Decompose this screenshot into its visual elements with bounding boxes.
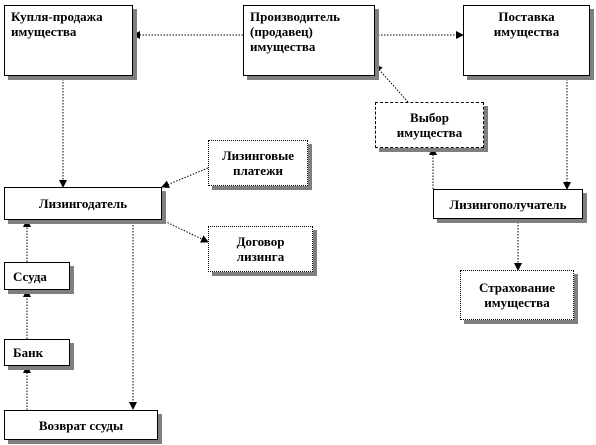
node-delivery: Поставка имущества [463, 5, 590, 76]
arrow-choice-to-producer [374, 64, 409, 103]
node-lessor: Лизингодатель [4, 187, 162, 220]
node-purchase-sale: Купля-продажа имущества [4, 5, 133, 76]
node-lease-contract: Договор лизинга [208, 226, 313, 272]
node-bank: Банк [4, 339, 70, 366]
node-lease-payments: Лизинговые платежи [208, 140, 308, 186]
node-lessee: Лизингополучатель [433, 189, 583, 219]
arrow-payments-to-lessor [161, 167, 209, 189]
node-producer: Производитель (продавец) имущества [243, 5, 375, 76]
node-loan: Ссуда [4, 262, 70, 290]
node-asset-choice: Выбор имущества [375, 102, 484, 148]
arrow-lessor-to-contract [161, 219, 209, 243]
node-insurance: Страхование имущества [460, 270, 574, 320]
node-loan-repayment: Возврат ссуды [4, 410, 158, 440]
